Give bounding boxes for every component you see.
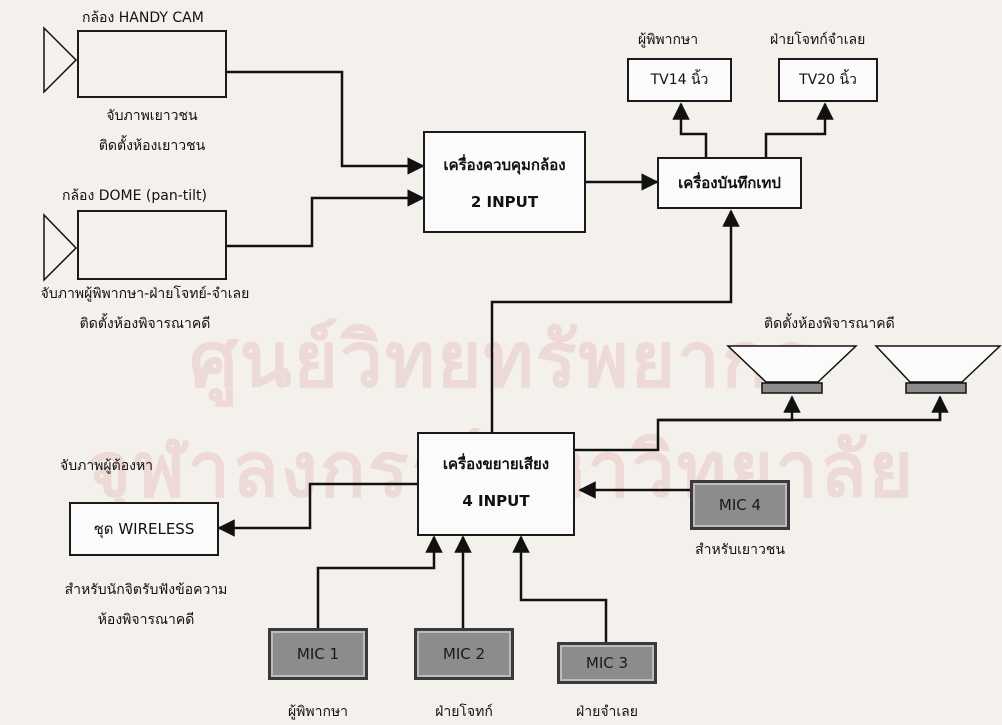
camera-controller-label: เครื่องควบคุมกล้อง bbox=[443, 156, 566, 174]
wire-mic1-to-amplifier bbox=[316, 535, 443, 628]
dome-cam-title: กล้อง DOME (pan-tilt) bbox=[62, 188, 207, 204]
wire-handy-to-controller bbox=[226, 70, 425, 175]
dome-cam-box bbox=[77, 210, 227, 280]
wireless-top-caption: จับภาพผู้ต้องหา bbox=[60, 458, 154, 474]
wire-dome-to-controller bbox=[226, 189, 425, 248]
tape-recorder-box: เครื่องบันทึกเทป bbox=[657, 157, 802, 209]
handy-cam-caption-2: ติดตั้งห้องเยาวชน bbox=[98, 138, 206, 154]
dome-cam-caption-1: จับภาพผู้พิพากษา-ฝ่ายโจทย์-จำเลย bbox=[40, 286, 250, 302]
speakers-caption: ติดตั้งห้องพิจารณาคดี bbox=[764, 316, 895, 332]
mic-1-caption: ผู้พิพากษา bbox=[287, 704, 349, 720]
wireless-box: ชุด WIRELESS bbox=[69, 502, 219, 556]
camera-controller-inputs: 2 INPUT bbox=[470, 193, 539, 211]
speaker-base-1 bbox=[761, 382, 823, 394]
amplifier-box: เครื่องขยายเสียง 4 INPUT bbox=[417, 432, 575, 536]
dome-cam-lens-icon bbox=[43, 213, 78, 282]
wire-amplifier-to-speaker-2 bbox=[658, 397, 942, 422]
tape-recorder-label: เครื่องบันทึกเทป bbox=[678, 174, 781, 192]
mic-4-caption: สำหรับเยาวชน bbox=[695, 542, 785, 558]
mic-3-caption: ฝ่ายจำเลย bbox=[576, 704, 638, 720]
amplifier-inputs: 4 INPUT bbox=[462, 492, 530, 510]
speaker-base-2 bbox=[905, 382, 967, 394]
tv20-label: TV20 นิ้ว bbox=[799, 72, 857, 88]
wire-amplifier-to-wireless bbox=[217, 482, 417, 537]
mic-1-label: MIC 1 bbox=[296, 645, 340, 663]
tv20-box: TV20 นิ้ว bbox=[778, 58, 878, 102]
mic-4-label: MIC 4 bbox=[718, 496, 762, 514]
mic-2-box: MIC 2 bbox=[414, 628, 514, 680]
speaker-cone-1 bbox=[726, 345, 858, 383]
camera-controller-box: เครื่องควบคุมกล้อง 2 INPUT bbox=[423, 131, 586, 233]
handy-cam-title: กล้อง HANDY CAM bbox=[82, 10, 204, 26]
mic-2-caption: ฝ่ายโจทก์ bbox=[435, 704, 493, 720]
mic-1-box: MIC 1 bbox=[268, 628, 368, 680]
wire-recorder-to-tv20 bbox=[764, 102, 834, 158]
wireless-caption-2: ห้องพิจารณาคดี bbox=[97, 612, 195, 628]
wire-amplifier-to-speaker-1 bbox=[575, 395, 801, 452]
wire-amplifier-to-recorder bbox=[490, 209, 740, 432]
mic-2-label: MIC 2 bbox=[442, 645, 486, 663]
mic-3-box: MIC 3 bbox=[557, 642, 657, 684]
wire-recorder-to-tv14 bbox=[672, 102, 708, 158]
amplifier-label: เครื่องขยายเสียง bbox=[442, 455, 550, 473]
handy-cam-lens-icon bbox=[43, 26, 78, 94]
tv20-caption: ฝ่ายโจทก์จำเลย bbox=[770, 32, 866, 48]
wireless-label: ชุด WIRELESS bbox=[93, 520, 195, 538]
wire-mic3-to-amplifier bbox=[512, 535, 608, 642]
dome-cam-caption-2: ติดตั้งห้องพิจารณาคดี bbox=[79, 316, 211, 332]
handy-cam-caption-1: จับภาพเยาวชน bbox=[106, 108, 198, 124]
speaker-cone-2 bbox=[874, 345, 1002, 383]
tv14-box: TV14 นิ้ว bbox=[627, 58, 732, 102]
mic-3-label: MIC 3 bbox=[585, 654, 629, 672]
handy-cam-box bbox=[77, 30, 227, 98]
mic-4-box: MIC 4 bbox=[690, 480, 790, 530]
wireless-caption-1: สำหรับนักจิตรับฟังข้อความ bbox=[64, 582, 228, 598]
tv14-label: TV14 นิ้ว bbox=[650, 72, 709, 88]
tv14-caption: ผู้พิพากษา bbox=[638, 32, 699, 48]
